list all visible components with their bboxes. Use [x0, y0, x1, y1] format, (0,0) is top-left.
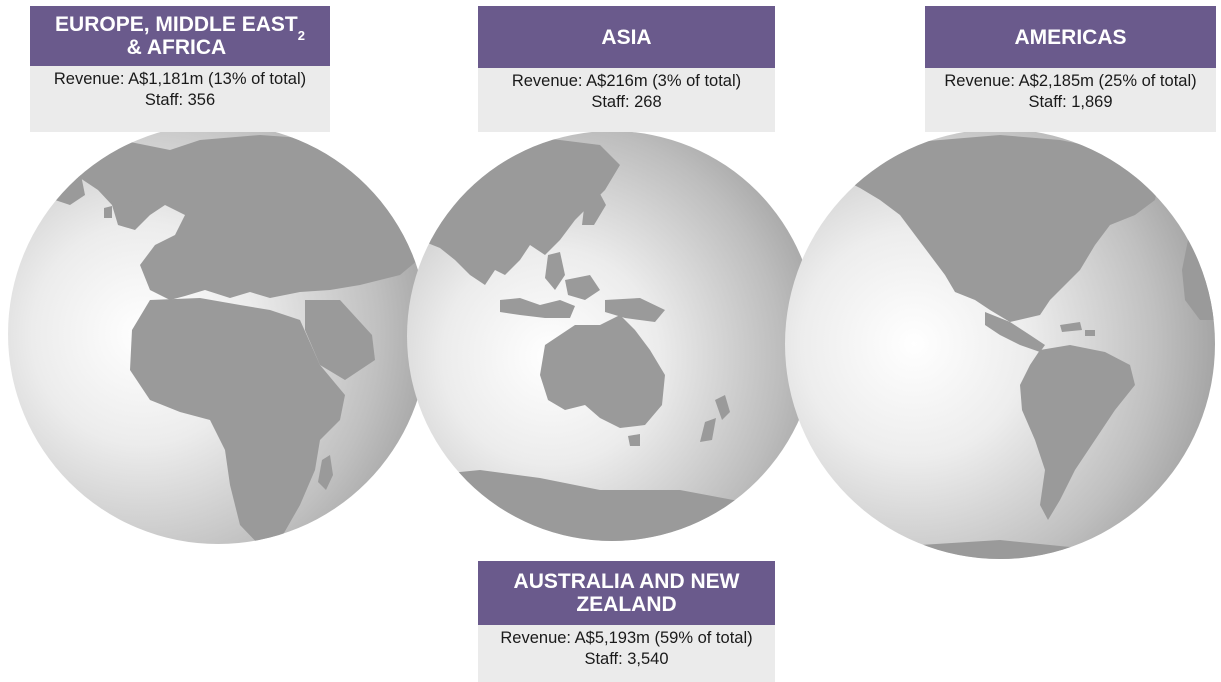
- revenue-text: Revenue: A$5,193m (59% of total): [500, 629, 753, 647]
- region-panel-anz: AUSTRALIA AND NEW ZEALAND Revenue: A$5,1…: [478, 561, 775, 682]
- staff-text: Staff: 1,869: [1028, 93, 1113, 111]
- region-info-emea: Revenue: A$1,181m (13% of total) Staff: …: [30, 66, 330, 132]
- region-info-anz: Revenue: A$5,193m (59% of total) Staff: …: [478, 625, 775, 682]
- region-title-americas: AMERICAS: [925, 6, 1216, 68]
- region-panel-asia: ASIA Revenue: A$216m (3% of total) Staff…: [478, 6, 775, 132]
- globe-americas: [785, 129, 1215, 559]
- globe-asia-anz: [407, 131, 817, 541]
- staff-text: Staff: 268: [591, 93, 662, 111]
- region-info-americas: Revenue: A$2,185m (25% of total) Staff: …: [925, 68, 1216, 132]
- region-title-asia: ASIA: [478, 6, 775, 68]
- staff-text: Staff: 356: [144, 91, 216, 109]
- region-panel-americas: AMERICAS Revenue: A$2,185m (25% of total…: [925, 6, 1216, 132]
- region-info-asia: Revenue: A$216m (3% of total) Staff: 268: [478, 68, 775, 132]
- revenue-text: Revenue: A$216m (3% of total): [511, 72, 742, 90]
- revenue-text: Revenue: A$1,181m (13% of total): [53, 70, 307, 88]
- revenue-text: Revenue: A$2,185m (25% of total): [944, 72, 1197, 90]
- staff-text: Staff: 3,540: [584, 650, 669, 668]
- region-title-anz: AUSTRALIA AND NEW ZEALAND: [478, 561, 775, 625]
- globe-emea: [8, 124, 428, 544]
